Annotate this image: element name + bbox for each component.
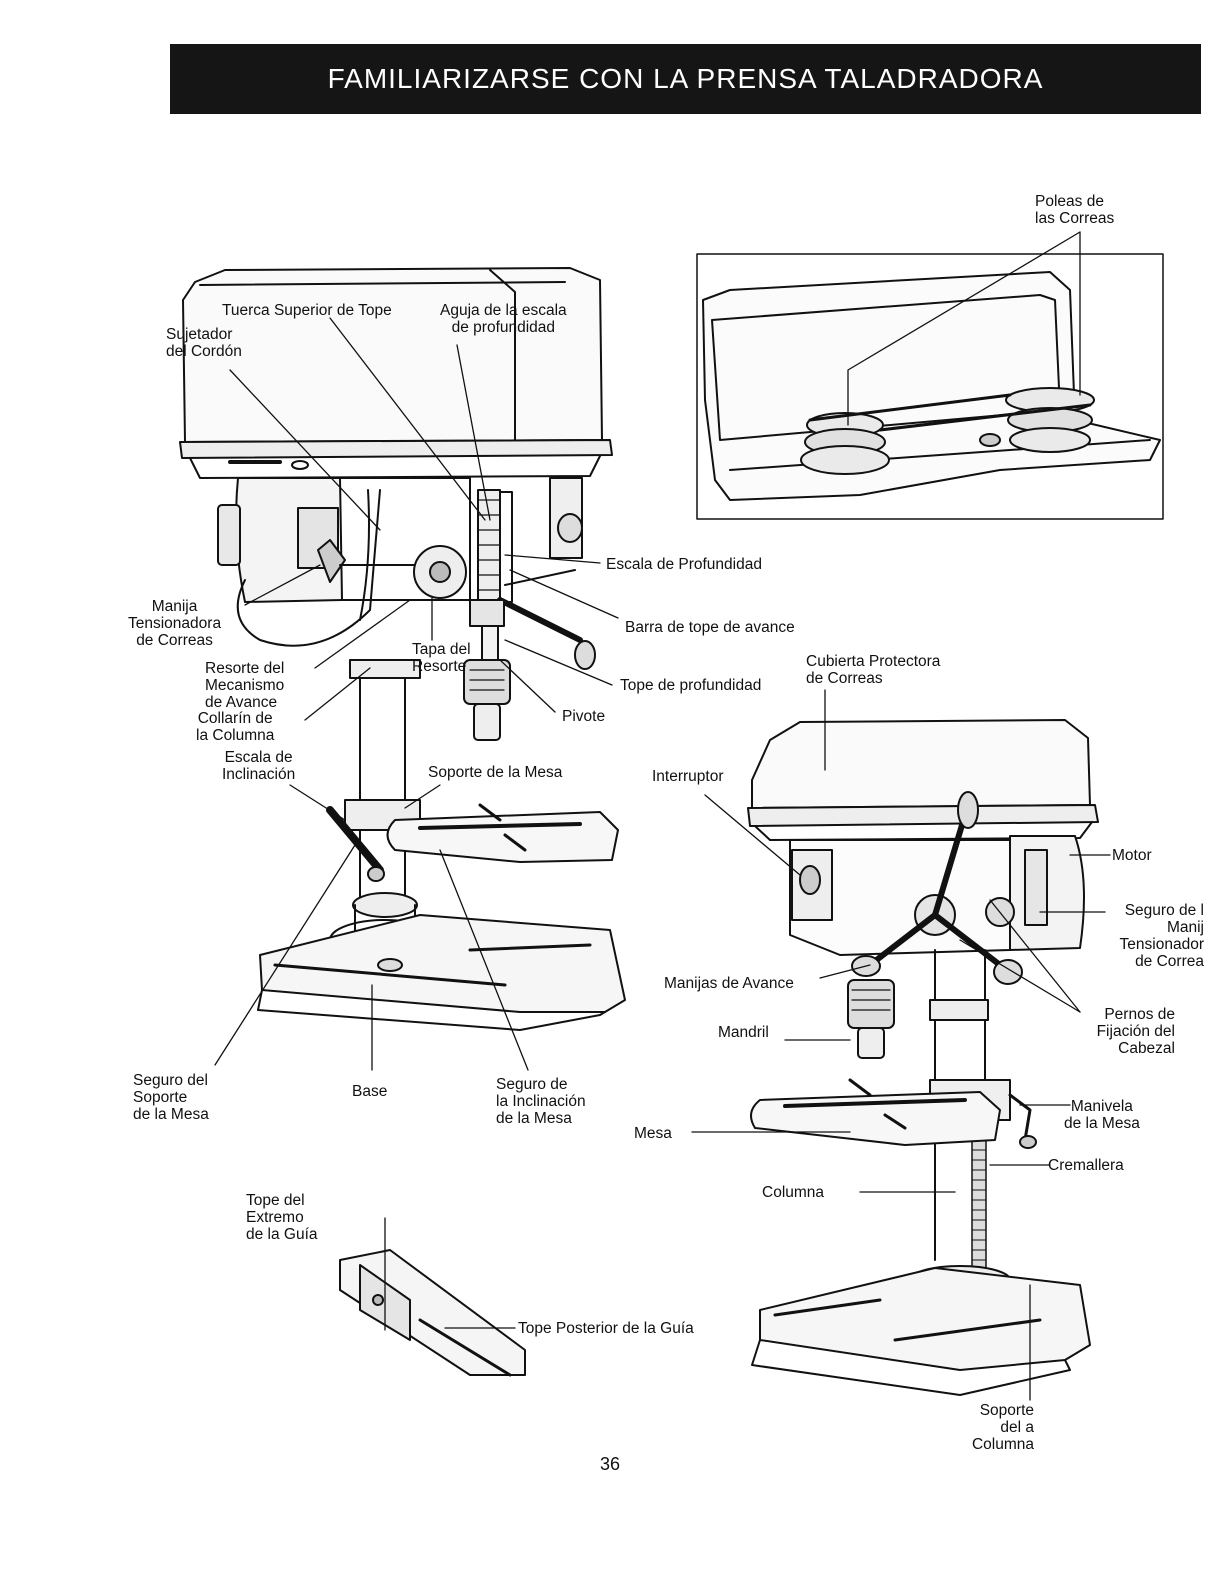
left-drill-press xyxy=(179,267,626,1031)
label-aguja-escala-profundidad: Aguja de la escala de profundidad xyxy=(440,302,567,336)
label-seguro-manija-tensionadora: Seguro de l Manij Tensionador de Correa xyxy=(1119,902,1204,970)
label-manijas-de-avance: Manijas de Avance xyxy=(664,975,794,992)
label-sujetador-del-cordon: Sujetador del Cordón xyxy=(166,326,242,360)
label-seguro-soporte-mesa: Seguro del Soporte de la Mesa xyxy=(133,1072,209,1123)
label-base: Base xyxy=(352,1083,388,1100)
label-poleas-de-las-correas: Poleas de las Correas xyxy=(1035,193,1115,227)
label-cremallera: Cremallera xyxy=(1048,1157,1124,1174)
label-seguro-inclinacion-mesa: Seguro de la Inclinación de la Mesa xyxy=(496,1076,586,1127)
label-motor: Motor xyxy=(1112,847,1152,864)
belt-pulley-inset xyxy=(696,253,1164,520)
label-soporte-de-la-mesa: Soporte de la Mesa xyxy=(428,764,563,781)
label-mandril: Mandril xyxy=(718,1024,769,1041)
label-columna: Columna xyxy=(762,1184,825,1201)
label-tope-posterior-guia: Tope Posterior de la Guía xyxy=(518,1320,694,1337)
label-tapa-del-resorte: Tapa del Resorte xyxy=(412,641,471,675)
label-tope-extremo-guia: Tope del Extremo de la Guía xyxy=(246,1192,318,1243)
label-collarin-columna: Collarín de la Columna xyxy=(196,710,275,744)
label-manija-tensionadora: Manija Tensionadora de Correas xyxy=(128,598,222,649)
label-barra-tope-avance: Barra de tope de avance xyxy=(625,619,795,636)
label-cubierta-protectora: Cubierta Protectora de Correas xyxy=(806,653,941,687)
page-number: 36 xyxy=(599,1454,621,1474)
label-escala-de-profundidad: Escala de Profundidad xyxy=(606,556,762,573)
right-drill-press xyxy=(747,719,1099,1396)
label-resorte-mecanismo-avance: Resorte del Mecanismo de Avance xyxy=(205,660,285,711)
label-escala-inclinacion: Escala de Inclinación xyxy=(222,749,296,783)
label-interruptor: Interruptor xyxy=(652,768,724,785)
label-manivela-de-la-mesa: Manivela de la Mesa xyxy=(1064,1098,1140,1132)
leader-lines xyxy=(214,231,1111,1401)
page-title: FAMILIARIZARSE CON LA PRENSA TALADRADORA xyxy=(170,44,1201,114)
label-tope-de-profundidad: Tope de profundidad xyxy=(620,677,762,694)
label-pernos-fijacion-cabezal: Pernos de Fijación del Cabezal xyxy=(1096,1006,1175,1057)
label-soporte-de-la-columna: Soporte del a Columna xyxy=(971,1402,1034,1453)
label-mesa: Mesa xyxy=(634,1125,672,1142)
label-tuerca-superior-de-tope: Tuerca Superior de Tope xyxy=(222,302,392,319)
label-pivote: Pivote xyxy=(562,708,606,725)
fence-stop-part xyxy=(339,1249,526,1377)
